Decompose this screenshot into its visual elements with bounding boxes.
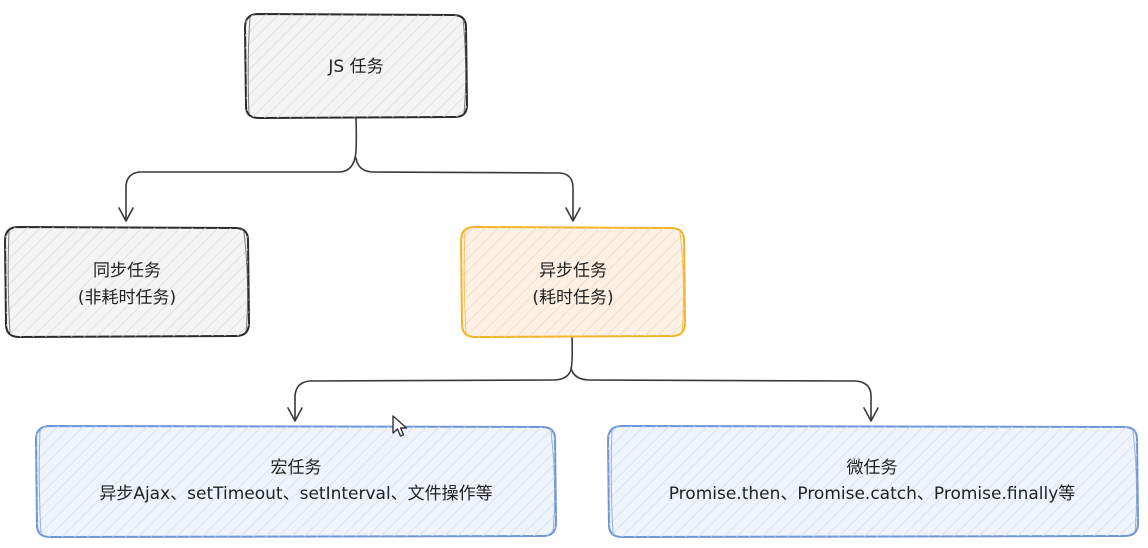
node-sync-tasks: 同步任务 (非耗时任务) [3,225,251,339]
node-js-tasks-label: JS 任务 [327,57,383,77]
node-micro-tasks-sketch-line [610,429,1138,535]
node-async-tasks-sketch-line [463,230,685,335]
node-sync-tasks-subtitle: (非耗时任务) [78,288,176,308]
node-js-tasks-hatch [245,14,467,118]
node-macro-tasks-subtitle: 异步Ajax、setTimeout、setInterval、文件操作等 [99,484,492,504]
node-macro-tasks: 宏任务 异步Ajax、setTimeout、setInterval、文件操作等 [34,424,558,539]
arrow-head-micro [863,407,879,422]
node-micro-tasks-subtitle: Promise.then、Promise.catch、Promise.final… [669,484,1076,504]
node-async-tasks-subtitle: (耗时任务) [532,288,613,308]
mouse-pointer-icon [392,415,408,437]
node-async-tasks-title: 异步任务 [539,261,607,281]
node-sync-tasks-title: 同步任务 [93,261,161,281]
connector-async-to-micro [570,367,872,421]
node-macro-tasks-sketch-line [38,429,556,535]
node-js-tasks-sketch-line [247,16,467,116]
node-micro-tasks-hatch [608,426,1138,537]
node-async-tasks: 异步任务 (耗时任务) [459,225,687,339]
arrow-head-sync [118,207,134,222]
arrow-head-macro [287,407,303,422]
connectors [118,117,879,422]
node-sync-tasks-sketch-line [7,230,249,335]
connector-js-to-branch [125,117,358,221]
node-async-tasks-hatch [461,227,685,337]
connector-async-to-macro [294,337,574,421]
arrow-head-async [565,207,581,222]
node-micro-tasks-title: 微任务 [847,458,898,478]
node-sync-tasks-hatch [5,227,249,337]
connector-js-to-async [355,157,574,221]
node-micro-tasks: 微任务 Promise.then、Promise.catch、Promise.f… [606,424,1140,539]
node-macro-tasks-title: 宏任务 [271,458,322,478]
node-macro-tasks-hatch [36,426,556,537]
node-js-tasks: JS 任务 [243,12,469,120]
